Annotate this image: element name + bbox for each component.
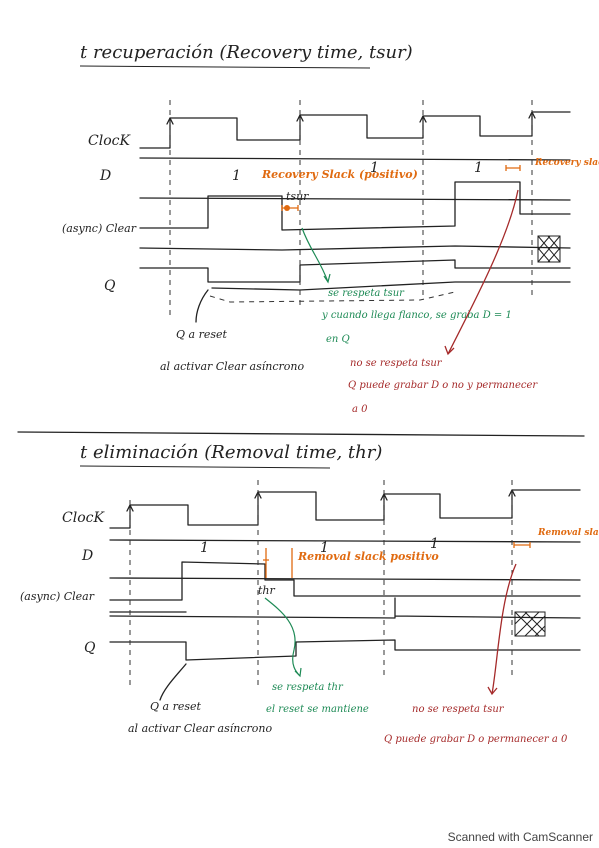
- bottom-removal-slack-right: Removal slack negativo: [537, 528, 599, 538]
- bottom-d-wave: [109, 539, 581, 581]
- bottom-d-one-3: 1: [430, 536, 439, 552]
- bottom-clock-wave: [109, 489, 581, 529]
- section-divider: [17, 431, 585, 437]
- bottom-d-label: D: [81, 548, 93, 564]
- top-q-hatch: [537, 235, 561, 263]
- top-d-one-1: 1: [232, 168, 241, 184]
- top-d-one-3: 1: [474, 160, 483, 176]
- top-d-one-2: 1: [370, 160, 379, 176]
- bottom-title: t eliminación (Removal time, thr): [80, 442, 382, 463]
- bottom-green-note-1: se respeta thr: [272, 682, 344, 693]
- bottom-removal-slack-label: Removal slack positivo: [297, 550, 439, 563]
- bottom-q-hatch: [514, 611, 546, 637]
- bottom-red-note-2: Q puede grabar D o permanecer a 0: [384, 734, 568, 745]
- top-d-wave: [139, 157, 571, 201]
- top-recovery-slack-text: Recovery Slack (positivo): [261, 168, 418, 181]
- top-q-wave: [139, 259, 571, 283]
- bottom-removal-slack-text: Removal slack positivo: [297, 550, 439, 563]
- top-clear-wave: [139, 181, 571, 231]
- bottom-thr-label: thr: [258, 584, 276, 597]
- top-d-label: D: [99, 168, 111, 184]
- bottom-q-label: Q: [84, 640, 96, 656]
- scanner-watermark: Scanned with CamScanner: [447, 830, 593, 844]
- top-red-note-3: a 0: [352, 404, 368, 415]
- top-red-note-1: no se respeta tsur: [350, 358, 443, 369]
- bottom-red-note-1: no se respeta tsur: [412, 704, 505, 715]
- top-green-note-3: en Q: [326, 334, 350, 345]
- top-green-note-2: y cuando llega flanco, se graba D = 1: [321, 310, 512, 321]
- top-black-note-2: al activar Clear asíncrono: [160, 360, 304, 373]
- top-recovery-slack-label: Recovery Slack (positivo): [261, 168, 418, 181]
- top-recovery-slack-right: Recovery slack (negativo): [534, 157, 599, 168]
- bottom-d-one-2: 1: [320, 540, 329, 556]
- top-clock-label: ClocK: [88, 133, 131, 149]
- top-clear-label: (async) Clear: [62, 222, 137, 235]
- top-title: t recuperación (Recovery time, tsur): [80, 42, 413, 63]
- bottom-clock-label: ClocK: [62, 510, 105, 526]
- bottom-d-one-1: 1: [200, 540, 209, 556]
- bottom-q-wave: [109, 639, 581, 661]
- top-green-note-1: se respeta tsur: [328, 288, 405, 299]
- top-clock-wave: [139, 111, 571, 149]
- top-tsur-label: tsur: [286, 190, 309, 203]
- top-black-note-1: Q a reset: [176, 328, 227, 341]
- bottom-green-note-2: el reset se mantiene: [266, 704, 369, 715]
- bottom-clear-label: (async) Clear: [20, 590, 95, 603]
- top-red-note-2: Q puede grabar D o no y permanecer: [348, 380, 538, 391]
- bottom-clear-wave: [109, 561, 581, 601]
- bottom-black-note-1: Q a reset: [150, 700, 201, 713]
- bottom-black-note-2: al activar Clear asíncrono: [128, 722, 272, 735]
- top-q-label: Q: [104, 278, 116, 294]
